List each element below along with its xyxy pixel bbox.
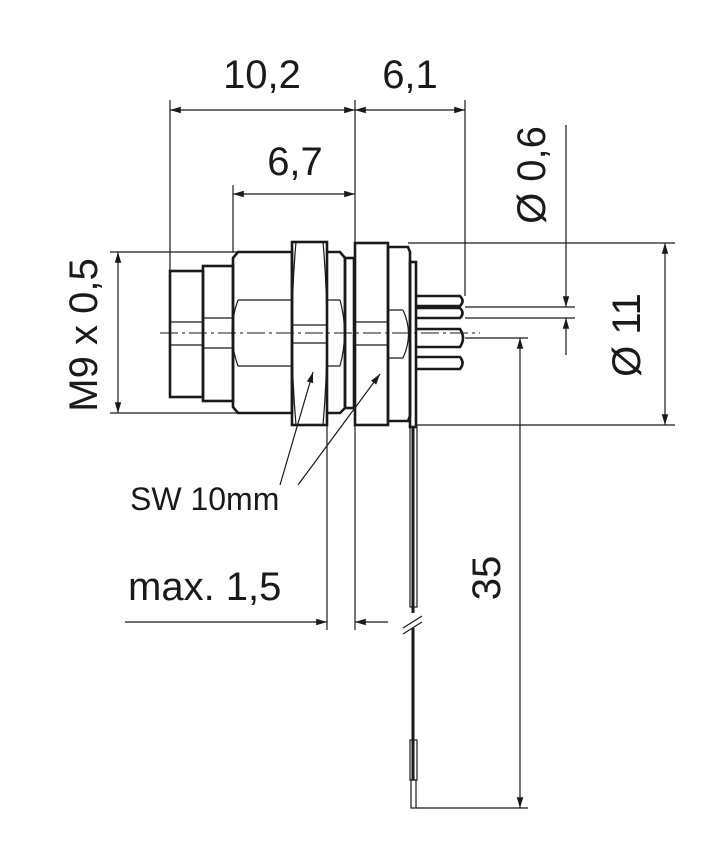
panel-nut [353, 241, 390, 427]
wire [402, 426, 423, 809]
dim-thread-length: 6,7 [267, 140, 323, 184]
dim-flange-diameter: Ø 11 [605, 293, 649, 377]
flange [386, 245, 412, 423]
dimension-lines [110, 100, 675, 809]
dim-thread: M9 x 0,5 [62, 258, 106, 411]
label-wrench-size: SW 10mm [130, 481, 279, 517]
dim-panel-thickness: max. 1,5 [128, 565, 281, 609]
dim-wire-length: 35 [465, 556, 509, 601]
pins [417, 294, 465, 371]
dim-pin-diameter: Ø 0,6 [510, 126, 554, 224]
dim-overall-length: 10,2 [223, 53, 301, 97]
dim-pin-length: 6,1 [382, 53, 438, 97]
connector-body [160, 240, 480, 429]
